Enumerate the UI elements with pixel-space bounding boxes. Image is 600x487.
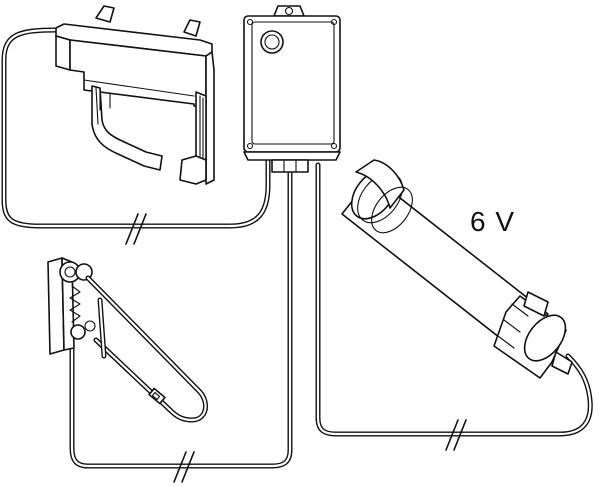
wire-control-box-to-grab-bar [69,162,293,469]
control-box [243,5,341,173]
battery-voltage-label: 6 V [470,206,516,237]
wire-control-box-to-battery [315,162,593,437]
battery-pack [341,159,573,379]
cable-break-mark-right [445,419,467,451]
wall-mount-holder [55,5,215,185]
battery-connector [493,291,573,379]
wire-mount-to-control-box [1,27,271,229]
cable-break-mark-left [125,213,147,245]
wires [1,27,593,483]
cable-break-mark-bottom [173,451,195,483]
battery-end-cap [350,159,405,224]
folding-grab-bar [47,257,209,423]
